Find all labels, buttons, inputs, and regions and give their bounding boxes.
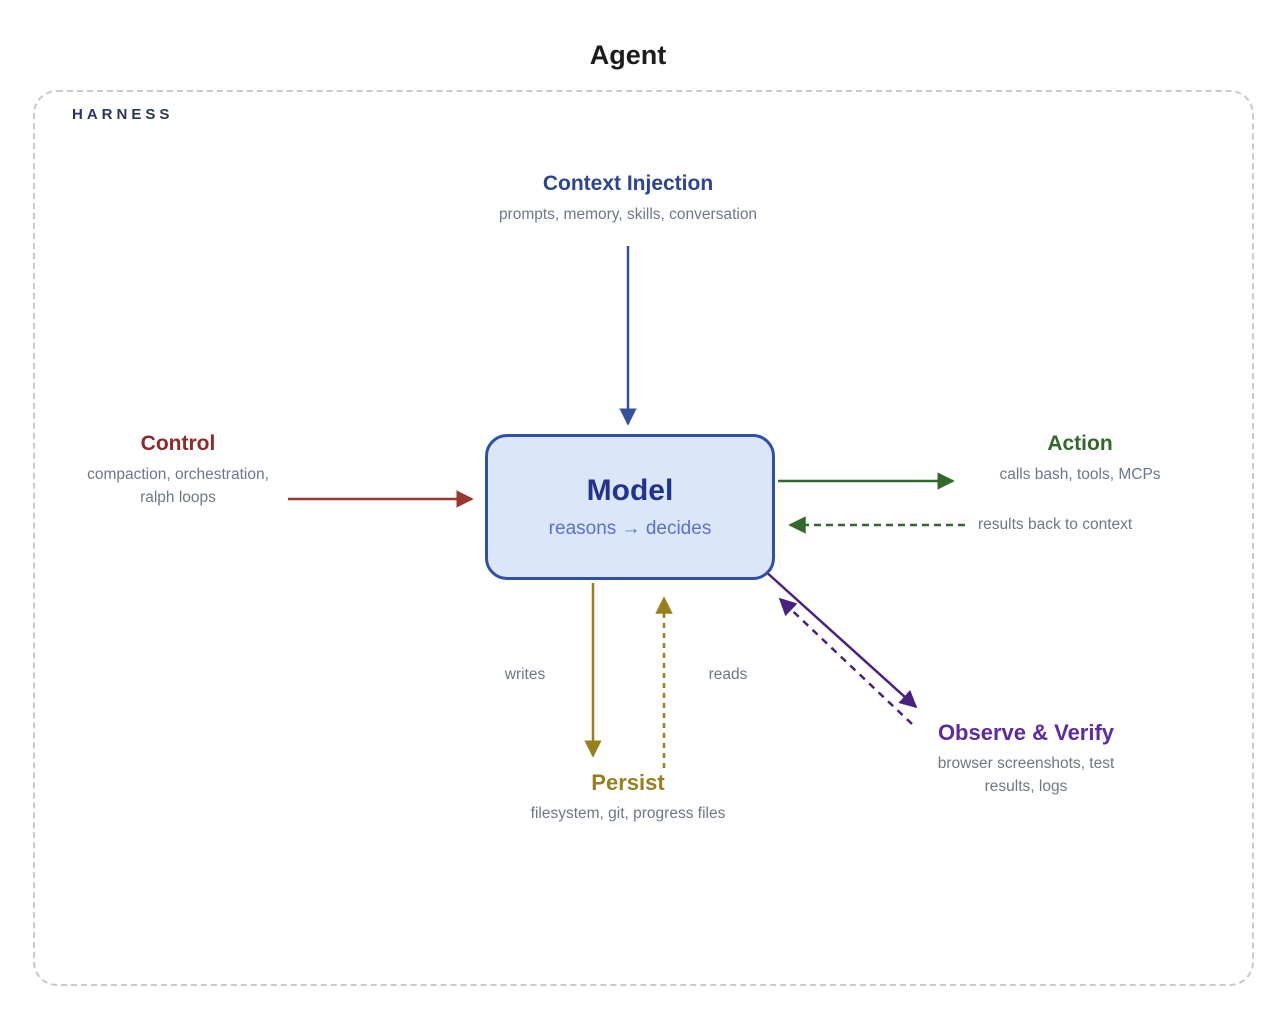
observe-verify-title: Observe & Verify bbox=[937, 720, 1115, 745]
model-subtitle: reasons → decides bbox=[548, 518, 712, 539]
reads-label: reads bbox=[708, 666, 748, 683]
control-title: Control bbox=[140, 432, 216, 455]
diagram-title: Agent bbox=[589, 40, 667, 70]
persist-subtitle: filesystem, git, progress files bbox=[530, 805, 726, 823]
persist-node: Persist filesystem, git, progress files bbox=[478, 770, 778, 826]
control-subtitle-line1: compaction, orchestration, bbox=[87, 466, 269, 484]
control-subtitle-line2: ralph loops bbox=[140, 488, 216, 506]
context-injection-subtitle: prompts, memory, skills, conversation bbox=[498, 206, 758, 224]
writes-label: writes bbox=[504, 666, 546, 683]
action-subtitle: calls bash, tools, MCPs bbox=[999, 466, 1161, 484]
observe-verify-subtitle-line1: browser screenshots, test bbox=[937, 755, 1115, 773]
control-subtitle: compaction, orchestration, ralph loops bbox=[28, 464, 328, 509]
results-return-label: results back to context bbox=[978, 516, 1133, 533]
model-node: Model reasons → decides bbox=[485, 434, 775, 580]
observe-verify-node: Observe & Verify browser screenshots, te… bbox=[895, 720, 1157, 798]
observe-verify-subtitle: browser screenshots, test results, logs bbox=[895, 753, 1157, 798]
control-node: Control compaction, orchestration, ralph… bbox=[28, 432, 328, 509]
persist-title: Persist bbox=[591, 770, 665, 795]
context-injection-node: Context Injection prompts, memory, skill… bbox=[428, 172, 828, 227]
context-injection-title: Context Injection bbox=[542, 172, 714, 195]
action-node: Action calls bash, tools, MCPs bbox=[930, 432, 1230, 487]
model-title: Model bbox=[586, 474, 674, 507]
action-title: Action bbox=[1047, 432, 1113, 455]
harness-boundary bbox=[33, 90, 1254, 986]
harness-label: HARNESS bbox=[72, 106, 174, 123]
observe-verify-subtitle-line2: results, logs bbox=[984, 777, 1068, 795]
